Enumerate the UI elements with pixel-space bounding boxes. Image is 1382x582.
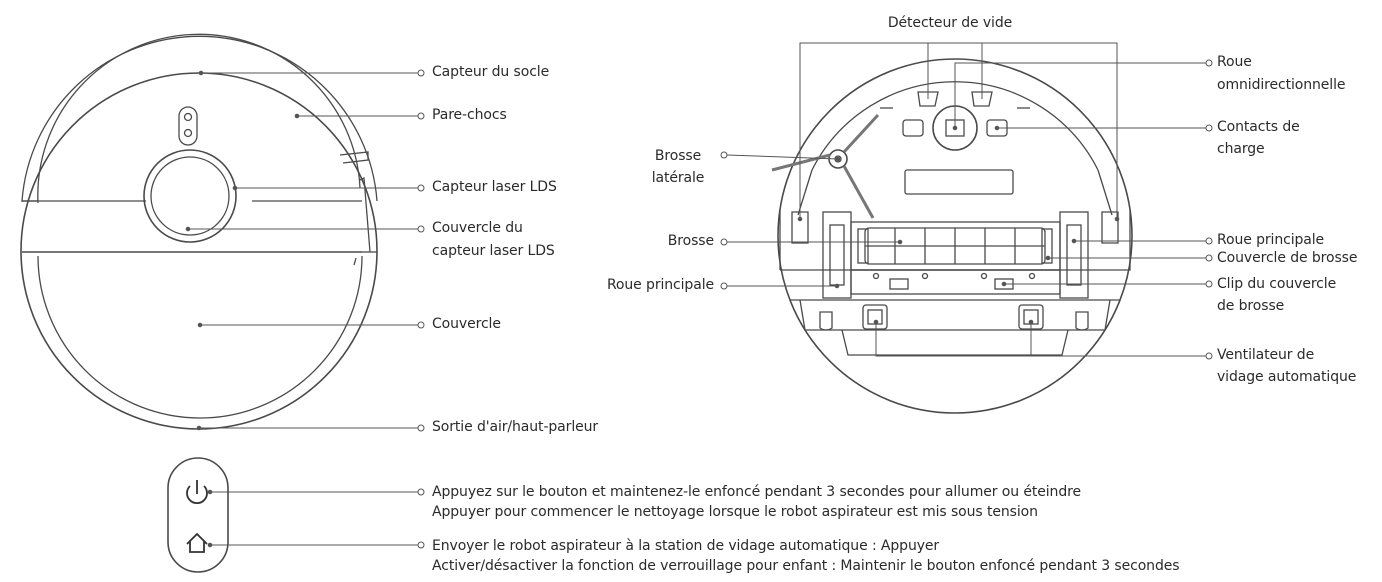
label-fan-line2: vidage automatique: [1217, 369, 1357, 385]
home-button-line2: Activer/désactiver la fonction de verrou…: [432, 558, 1180, 574]
label-omni-wheel-line2: omnidirectionnelle: [1217, 77, 1346, 93]
label-cover: Couvercle: [432, 316, 501, 332]
label-side-brush-line2: latérale: [651, 170, 705, 186]
label-omni-wheel: Roue omnidirectionnelle: [1217, 53, 1346, 95]
power-button-description: Appuyez sur le bouton et maintenez-le en…: [432, 482, 1081, 522]
label-bumper: Pare-chocs: [432, 107, 507, 123]
label-side-brush: Brosse latérale: [640, 147, 716, 188]
home-icon: [186, 532, 208, 553]
label-omni-wheel-line1: Roue: [1217, 54, 1252, 70]
label-lds-cover-line1: Couvercle du: [432, 220, 523, 236]
label-main-brush: Brosse: [667, 233, 714, 249]
button-panel: [167, 457, 229, 573]
power-button-line2: Appuyer pour commencer le nettoyage lors…: [432, 504, 1038, 520]
label-lds-cover-line2: capteur laser LDS: [432, 243, 555, 259]
label-side-brush-line1: Brosse: [654, 148, 702, 164]
top-view-leaders: [185, 69, 425, 432]
home-button-description: Envoyer le robot aspirateur à la station…: [432, 536, 1180, 576]
label-brush-clip: Clip du couvercle de brosse: [1217, 275, 1336, 316]
power-button-line1: Appuyez sur le bouton et maintenez-le en…: [432, 484, 1081, 500]
label-fan: Ventilateur de vidage automatique: [1217, 346, 1356, 387]
button-leaders: [207, 488, 425, 549]
top-view-robot: [20, 33, 378, 430]
bottom-view-leaders: [720, 42, 1213, 360]
label-cliff-sensor: Détecteur de vide: [887, 15, 1013, 31]
label-brush-clip-line2: de brosse: [1217, 298, 1285, 314]
label-charging-contacts: Contacts de charge: [1217, 118, 1300, 159]
label-air-outlet: Sortie d'air/haut-parleur: [432, 419, 599, 435]
label-fan-line1: Ventilateur de: [1217, 347, 1315, 363]
label-main-wheel-right: Roue principale: [1217, 232, 1325, 248]
label-lds-cover: Couvercle du capteur laser LDS: [432, 219, 555, 261]
power-icon: [186, 480, 208, 505]
label-brush-cover: Couvercle de brosse: [1217, 250, 1358, 266]
label-main-wheel-left: Roue principale: [606, 277, 714, 293]
label-lds-sensor: Capteur laser LDS: [432, 179, 557, 195]
label-brush-clip-line1: Clip du couvercle: [1217, 276, 1337, 292]
label-charging-contacts-line2: charge: [1217, 141, 1265, 157]
label-charging-contacts-line1: Contacts de: [1217, 119, 1300, 135]
home-button-line1: Envoyer le robot aspirateur à la station…: [432, 538, 940, 554]
label-dock-sensor: Capteur du socle: [432, 64, 550, 80]
bottom-view-robot: [771, 58, 1133, 414]
